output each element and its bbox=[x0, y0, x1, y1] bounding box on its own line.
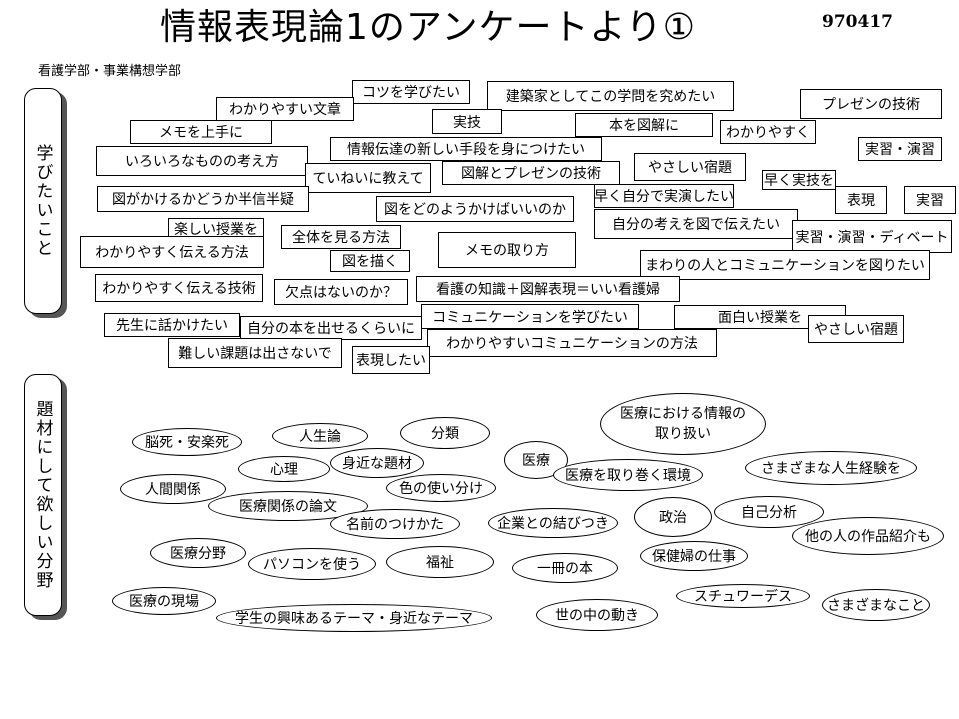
learn-item: 図を描く bbox=[330, 250, 410, 272]
learn-item: 早く自分で実演したい bbox=[594, 184, 734, 208]
topic-item: 世の中の動き bbox=[536, 599, 658, 631]
topic-item: さまざまなこと bbox=[822, 589, 930, 621]
topic-item: 脳死・安楽死 bbox=[132, 428, 242, 456]
learn-item: 表現したい bbox=[352, 346, 430, 374]
learn-item: やさしい宿題 bbox=[808, 315, 904, 343]
learn-item: 実習・演習 bbox=[858, 137, 942, 161]
learn-item: 図解とプレゼンの技術 bbox=[442, 161, 620, 185]
learn-item: 看護の知識＋図解表現＝いい看護婦 bbox=[416, 276, 680, 302]
learn-item: 楽しい授業を bbox=[168, 218, 264, 240]
learn-item: 情報伝達の新しい手段を身につけたい bbox=[330, 137, 602, 161]
topic-item: 医療を取り巻く環境 bbox=[553, 459, 703, 491]
learn-item: 難しい課題は出さないで bbox=[168, 338, 342, 368]
learn-item: 実技 bbox=[432, 109, 502, 134]
topic-item: 心理 bbox=[238, 456, 330, 482]
topic-item: 医療の現場 bbox=[112, 587, 216, 615]
topic-item: 学生の興味あるテーマ・身近なテーマ bbox=[216, 604, 492, 632]
topic-item: 保健婦の仕事 bbox=[640, 541, 748, 571]
topic-item: 企業との結びつき bbox=[488, 508, 618, 538]
learn-item: メモの取り方 bbox=[438, 232, 576, 268]
topic-item: 政治 bbox=[634, 497, 712, 537]
topic-item: 分類 bbox=[400, 417, 490, 449]
learn-item: コツを学びたい bbox=[352, 80, 470, 104]
learn-item: やさしい宿題 bbox=[634, 153, 746, 181]
learn-item: 先生に話かけたい bbox=[104, 313, 240, 337]
learn-item: 面白い授業を bbox=[674, 305, 846, 329]
page-title: 情報表現論1のアンケートより① bbox=[160, 7, 697, 48]
topic-item: 身近な題材 bbox=[330, 448, 424, 478]
topic-item: 一冊の本 bbox=[512, 553, 618, 583]
topic-item: 人間関係 bbox=[120, 474, 226, 504]
learn-item: プレゼンの技術 bbox=[800, 89, 942, 119]
learn-item: 実習 bbox=[904, 186, 956, 214]
topic-item: 色の使い分け bbox=[386, 474, 496, 502]
topic-item: 名前のつけかた bbox=[330, 509, 460, 539]
topic-item: 自己分析 bbox=[714, 496, 824, 528]
learn-item: 早く実技を bbox=[762, 170, 836, 190]
topic-item: 医療における情報の 取り扱い bbox=[600, 393, 766, 455]
department-label: 看護学部・事業構想学部 bbox=[38, 64, 182, 79]
learn-item: 全体を見る方法 bbox=[281, 225, 401, 249]
learn-item: わかりやすいコミュニケーションの方法 bbox=[427, 329, 717, 357]
learn-item: 自分の本を出せるくらいに bbox=[240, 316, 422, 340]
learn-item: メモを上手に bbox=[130, 120, 272, 144]
learn-item: コミュニケーションを学びたい bbox=[421, 304, 639, 329]
learn-item: わかりやすい文章 bbox=[216, 97, 354, 121]
topic-item: 他の人の作品紹介も bbox=[792, 517, 944, 555]
learn-item: 自分の考えを図で伝えたい bbox=[594, 209, 798, 239]
learn-item: 実習・演習・ディベート bbox=[792, 220, 952, 253]
learn-item: 図がかけるかどうか半信半疑 bbox=[97, 186, 309, 212]
learn-item: 表現 bbox=[835, 186, 887, 214]
learn-item: わかりやすく伝える方法 bbox=[80, 236, 264, 268]
topics-section-text: 題材にして欲しい分野 bbox=[32, 400, 53, 590]
learn-item: いろいろなものの考え方 bbox=[96, 146, 308, 176]
learn-item: わかりやすく bbox=[720, 120, 816, 144]
learn-item: 欠点はないのか？ bbox=[274, 279, 408, 305]
learn-item: ていねいに教えて bbox=[305, 163, 431, 193]
topic-item: さまざまな人生経験を bbox=[745, 451, 917, 485]
topic-item: 医療分野 bbox=[150, 538, 246, 568]
learn-item: 建築家としてこの学問を究めたい bbox=[487, 81, 734, 111]
learn-section-text: 学びたいこと bbox=[32, 144, 53, 258]
learn-item: わかりやすく伝える技術 bbox=[95, 274, 263, 302]
date-label: 970417 bbox=[822, 12, 893, 32]
learn-section-label: 学びたいこと bbox=[24, 88, 62, 314]
topic-item: 人生論 bbox=[272, 423, 368, 449]
topic-item: 福祉 bbox=[386, 546, 494, 578]
topic-item: スチュワーデス bbox=[676, 584, 810, 608]
learn-item: 本を図解に bbox=[575, 113, 713, 137]
topic-item: パソコンを使う bbox=[248, 548, 376, 580]
topics-section-label: 題材にして欲しい分野 bbox=[24, 374, 62, 616]
learn-item: まわりの人とコミュニケーションを図りたい bbox=[640, 250, 930, 280]
learn-item: 図をどのようかけばいいのか bbox=[376, 196, 574, 222]
